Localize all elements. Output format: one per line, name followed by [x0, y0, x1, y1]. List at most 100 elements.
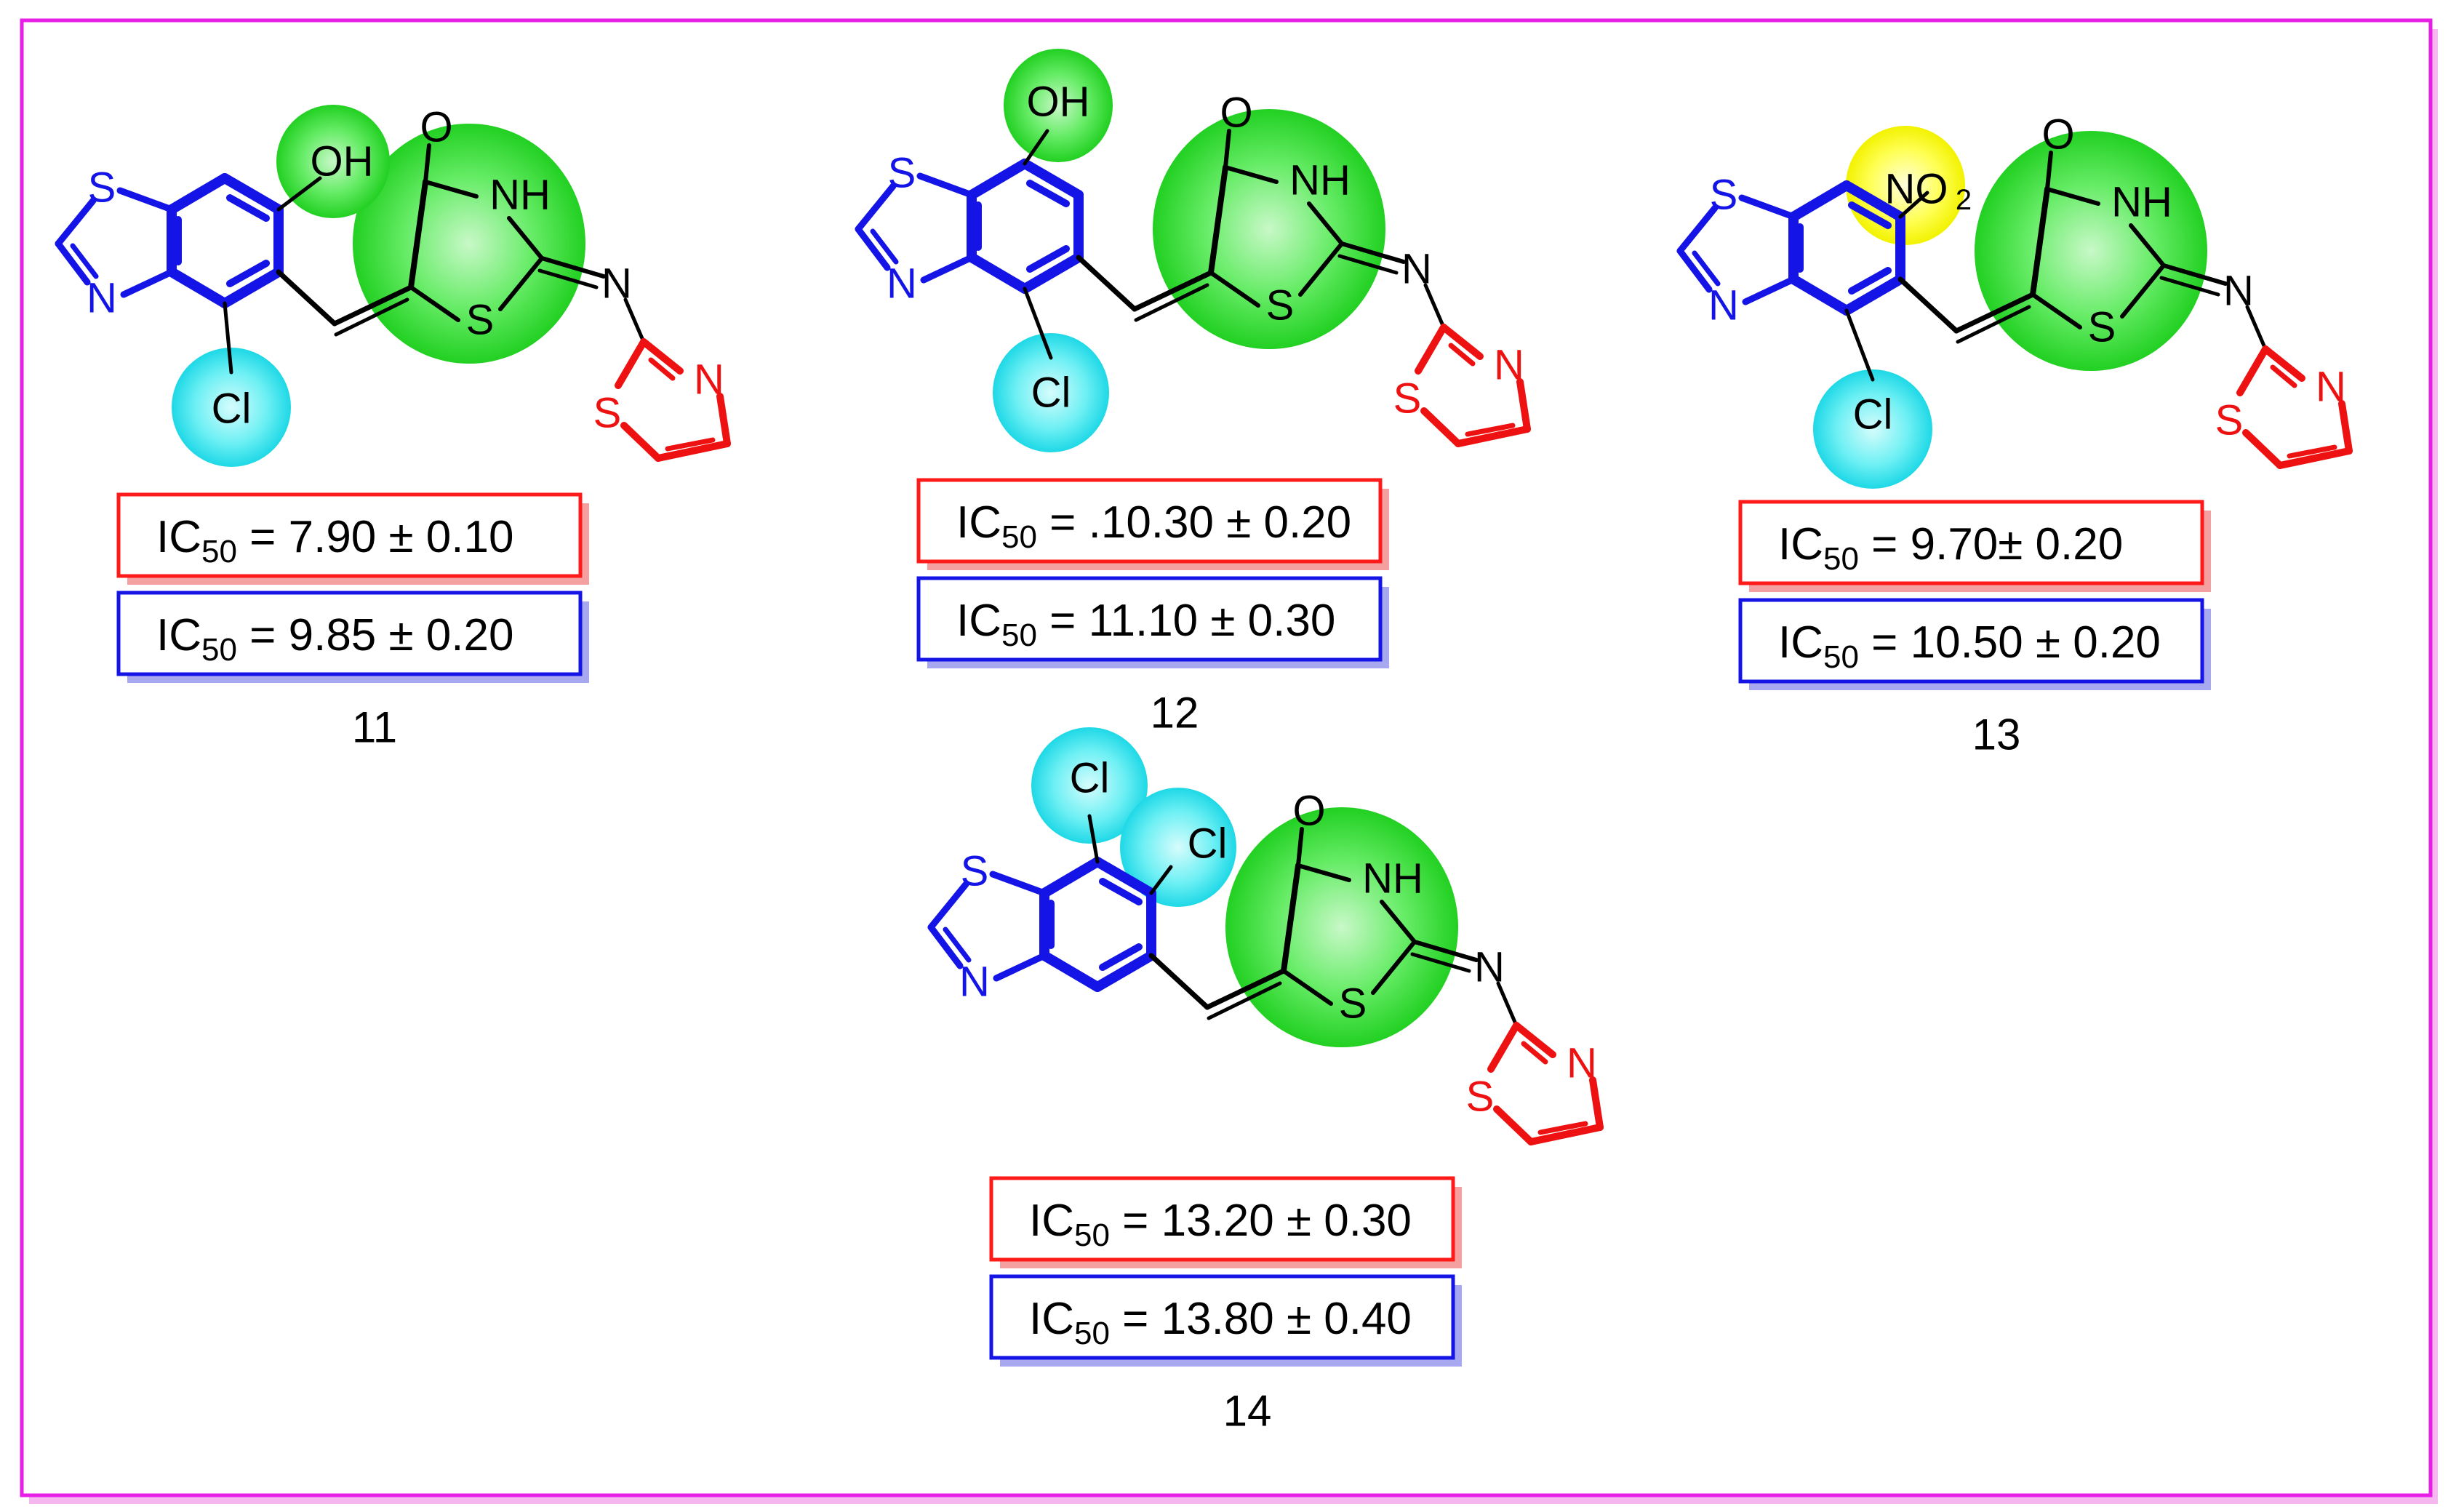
ring-sulfur: S [466, 297, 495, 344]
n-thiazole-bond [1423, 283, 1446, 329]
thiazole-core-bond [1738, 194, 1797, 220]
thiazole-bond [1589, 1076, 1604, 1131]
core-sulfur-atom: S [961, 848, 989, 895]
rhodanine-highlight [1225, 807, 1458, 1047]
ic50-box-blue [116, 591, 583, 676]
thiazole-bond [1527, 1124, 1604, 1145]
ring-bond [1281, 863, 1301, 974]
thiazole-sulfur: S [2215, 397, 2244, 444]
thiazole-inner-bond [1465, 423, 1516, 437]
benzene-inner-bond [226, 194, 270, 222]
oh-bond [1023, 129, 1049, 166]
imine-double-bond [1340, 241, 1406, 264]
ring-bond [1296, 863, 1351, 882]
benzene-inner-bond [226, 260, 270, 287]
hydroxyl-highlight [1004, 49, 1113, 162]
benzene-bond [167, 267, 230, 308]
imine-double-bond [2161, 263, 2228, 286]
thiazole-nitrogen: N [1567, 1040, 1597, 1087]
benzene-bond [1039, 951, 1103, 992]
cl-bond [1023, 287, 1053, 360]
nitro-label: NO [1885, 166, 1948, 213]
benzene-bond [1020, 159, 1084, 200]
ring-bond [2045, 187, 2100, 206]
chloro-label: Cl [1853, 391, 1893, 439]
core-nitrogen-atom: N [87, 275, 117, 322]
ring-bond [2120, 263, 2166, 319]
ic50-value: IC50 = 7.90 ± 0.10 [156, 512, 513, 569]
cl-bond [223, 301, 233, 375]
imine-double-bond-inner [1337, 254, 1399, 275]
cl-bond [1149, 865, 1173, 895]
vinyl-double-bond [1132, 270, 1214, 312]
thiazole-core-bond [916, 172, 975, 199]
thiazole-core-bond [1692, 250, 1721, 287]
ic50-box-blue [916, 576, 1383, 662]
ring-bond [507, 216, 544, 260]
rhodanine-highlight [1153, 109, 1385, 349]
ring-bond [1281, 969, 1333, 1006]
ring-sulfur: S [1339, 980, 1367, 1028]
thiazole-core-bond [989, 871, 1048, 897]
ring-bond [1380, 900, 1417, 944]
ring-bond [1298, 241, 1344, 297]
vinyl-double-bond [1204, 968, 1287, 1010]
rhodanine-highlight [1975, 131, 2207, 371]
vinyl-double-bond-inner [1134, 283, 1209, 322]
vinyl-bond [276, 269, 337, 327]
thiazole-bond [1455, 425, 1531, 447]
thiazole-inner-bond [1448, 343, 1476, 367]
thiazole-core-bond [927, 924, 964, 969]
carbonyl-bond [1296, 827, 1304, 868]
benzene-inner-bond [1099, 878, 1143, 905]
thiazole-bond [640, 338, 684, 375]
thiazole-bond [620, 422, 662, 462]
ring-nh: NH [1362, 855, 1423, 903]
thiazole-bond [1513, 1022, 1556, 1058]
vinyl-bond [1148, 953, 1210, 1010]
thiazole-inner-bond [1537, 1121, 1588, 1135]
thiazole-nitrogen: N [1494, 342, 1524, 389]
benzene-inner-bond [1848, 201, 1892, 229]
benzene-bond [967, 252, 1030, 294]
imine-double-bond [1412, 940, 1479, 962]
ring-bond [2030, 186, 2050, 297]
ring-bond [1371, 940, 1417, 995]
thiazole-core-bond [116, 187, 175, 213]
thiazole-core-bond [993, 952, 1048, 982]
thiazole-nitrogen: N [694, 356, 724, 404]
thiazole-bond [2338, 400, 2353, 455]
thiazole-bond [2236, 345, 2269, 396]
vinyl-double-bond [1953, 292, 2036, 334]
benzene-bond [1020, 252, 1084, 294]
carbonyl-bond [1223, 129, 1231, 169]
nitro-subscript: 2 [1956, 184, 1972, 216]
thiazole-bond [716, 393, 731, 447]
ring-nh: NH [489, 172, 551, 219]
thiazole-inner-bond [648, 357, 676, 381]
thiazole-core-bond [943, 927, 972, 963]
thiazole-core-bond [855, 225, 891, 271]
thiazole-bond [1493, 1105, 1535, 1145]
ic50-value: IC50 = 9.85 ± 0.20 [156, 610, 513, 668]
chloro-label: Cl [212, 385, 252, 433]
imine-double-bond [540, 256, 606, 279]
ring-bond [408, 179, 428, 290]
ic50-box-blue [1738, 598, 2204, 684]
core-sulfur-atom: S [888, 150, 916, 197]
thiazole-bond [2262, 345, 2305, 382]
chloro-label-1: Cl [1070, 755, 1110, 802]
ic50-box-red [1738, 500, 2204, 585]
benzene-bond [1039, 857, 1103, 898]
core-sulfur-atom: S [88, 164, 116, 212]
thiazole-bond [2242, 429, 2284, 469]
chloro-highlight [1813, 369, 1932, 489]
benzene-bond [1092, 951, 1156, 992]
imine-double-bond-inner [537, 268, 599, 289]
carbonyl-oxygen: O [1292, 788, 1325, 835]
ring-bond [1209, 271, 1260, 308]
ring-bond [1208, 164, 1228, 276]
benzene-bond [220, 173, 284, 215]
